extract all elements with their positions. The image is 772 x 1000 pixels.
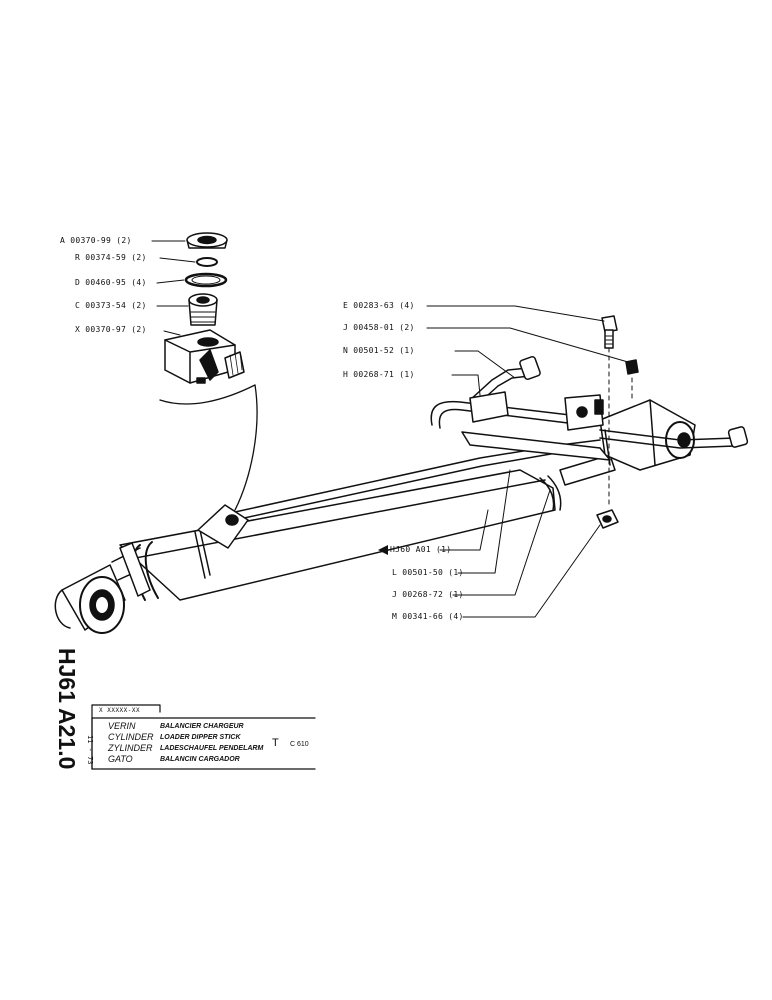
title-desc-es: BALANCIN CARGADOR (160, 756, 240, 763)
model-code: C 610 (290, 741, 309, 748)
part-label-a: A 00370-99 (2) (60, 236, 132, 245)
part-label-n: N 00501-52 (1) (343, 346, 415, 355)
part-label-d: D 00460-95 (4) (75, 278, 147, 287)
part-label-j2: J 00268-72 (1) (392, 590, 464, 599)
issue-date: 11 - 73 (86, 735, 94, 765)
part-label-e: E 00283-63 (4) (343, 301, 415, 310)
reference-section: A21.0 (54, 708, 80, 770)
part-label-hj60: HJ60 A01 (1) (390, 545, 452, 554)
title-term-fr: VERIN (108, 721, 136, 731)
title-term-de: ZYLINDER (108, 743, 153, 753)
rod-end-eye (54, 542, 151, 634)
cylinder-body (119, 454, 616, 601)
part-label-h: H 00268-71 (1) (343, 370, 415, 379)
document-code: X XXXXX-XX (99, 707, 141, 714)
reference-code: HJ61 (54, 648, 80, 703)
part-label-m: M 00341-66 (4) (392, 612, 464, 621)
part-label-x: X 00370-97 (2) (75, 325, 147, 334)
variant-letter: T (272, 737, 279, 749)
cylinder-head (599, 399, 696, 471)
page-reference: HJ61 A21.0 (52, 648, 82, 770)
part-label-j1: J 00458-01 (2) (343, 323, 415, 332)
title-desc-fr: BALANCIER CHARGEUR (160, 723, 244, 730)
hj60-arrow-icon (378, 545, 388, 555)
title-term-en: CYLINDER (108, 732, 154, 742)
clamp-blocks (461, 391, 611, 461)
leader-lines (151, 240, 629, 618)
title-term-es: GATO (108, 754, 133, 764)
title-block-frame (91, 704, 316, 770)
title-desc-en: LOADER DIPPER STICK (160, 734, 241, 741)
bolt-nut-set (596, 315, 639, 529)
part-label-c: C 00373-54 (2) (75, 301, 147, 310)
connection-block-small (197, 504, 249, 549)
title-desc-de: LADESCHAUFEL PENDELARM (160, 745, 264, 752)
hydraulic-tube-upper (430, 355, 749, 449)
part-label-r: R 00374-59 (2) (75, 253, 147, 262)
part-label-l: L 00501-50 (1) (392, 568, 464, 577)
detail-view (159, 232, 258, 511)
